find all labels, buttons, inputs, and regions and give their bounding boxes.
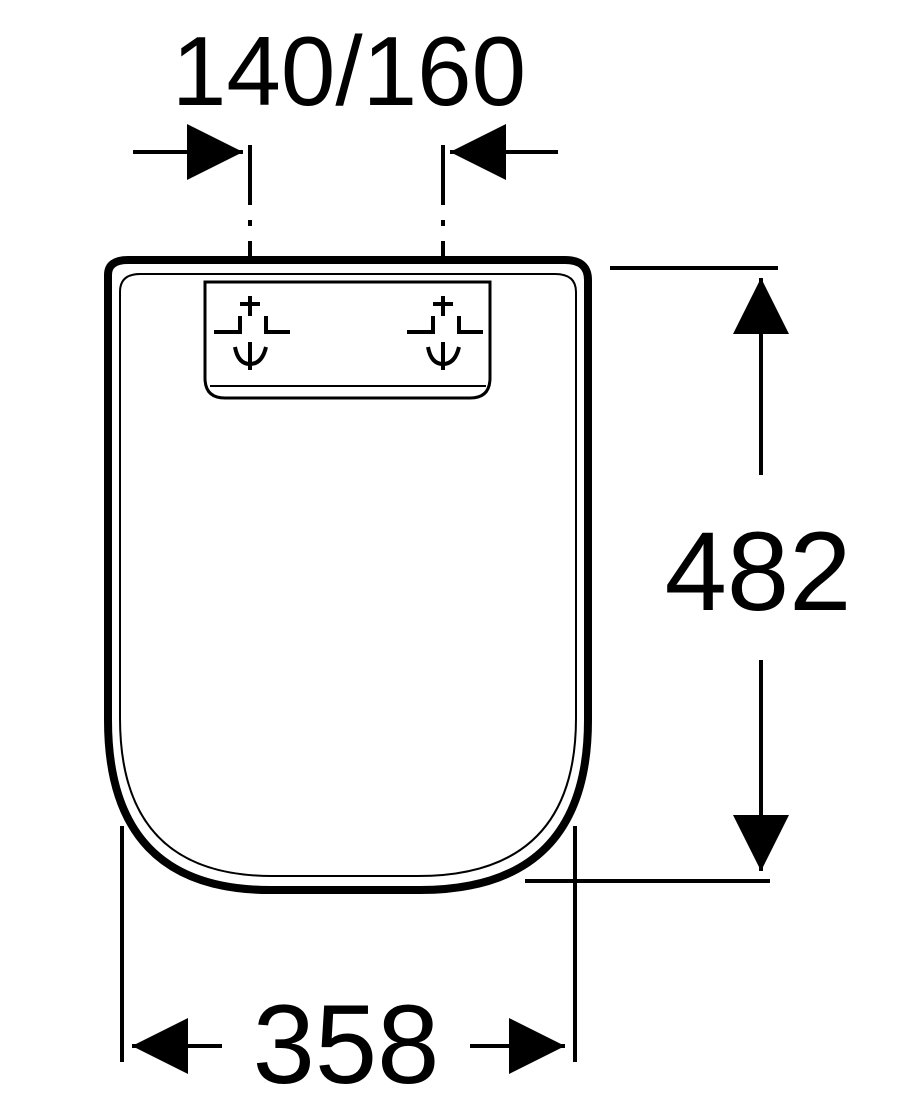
right-fixing-hole: [407, 296, 483, 370]
width-dimension: [120, 826, 577, 1074]
seat-outer-edge: [104, 256, 592, 894]
width-label: 358: [253, 982, 440, 1107]
left-fixing-hole: [214, 296, 290, 370]
toilet-seat-outline: [104, 256, 592, 894]
seat-inner-edge: [119, 273, 577, 877]
height-dimension: [525, 266, 789, 883]
height-label: 482: [665, 509, 852, 634]
hinge-plate: [203, 280, 492, 400]
hole-spacing-label: 140/160: [172, 16, 526, 126]
